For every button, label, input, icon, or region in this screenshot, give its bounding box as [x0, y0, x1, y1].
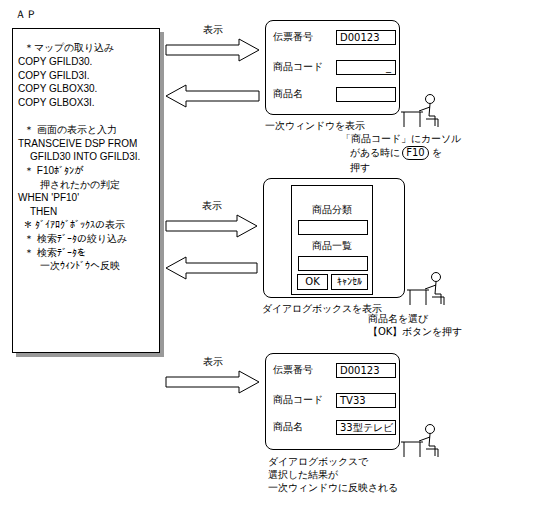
block-arrow — [166, 39, 259, 61]
code-line: 一次ｳｨﾝﾄﾞｳへ反映 — [40, 260, 120, 272]
node-text: 一次ウィンドウを表示 — [265, 120, 365, 132]
code-line: ＊ 検索ﾃﾞｰﾀの絞り込み — [24, 233, 127, 245]
code-line: COPY GLBOX30. — [18, 83, 97, 95]
input-field: 33型テレビ — [336, 420, 396, 435]
code-line: 押されたかの判定 — [40, 179, 120, 191]
function-key: F10 — [402, 146, 429, 160]
input-field — [298, 220, 368, 235]
block-arrow — [166, 85, 259, 107]
code-line: WHEN 'PF10' — [18, 192, 79, 204]
node-text: _ — [386, 61, 391, 73]
node-text: 33型テレビ — [340, 422, 393, 434]
edge-label: 表示 — [202, 200, 222, 212]
node-text: D00123 — [340, 365, 380, 377]
input-field: D00123 — [336, 363, 396, 378]
node-text: ｷｬﾝｾﾙ — [332, 276, 367, 288]
input-field: TV33 — [336, 393, 396, 408]
input-field — [298, 256, 368, 271]
edge-label: 表示 — [203, 24, 223, 36]
code-line: THEN — [30, 206, 57, 218]
annotation-text: を — [432, 147, 442, 159]
code-line: ＊ ﾀﾞｲｱﾛｸﾞﾎﾞｯｸｽの表示 — [24, 219, 125, 231]
code-line: TRANSCEIVE DSP FROM — [18, 138, 137, 150]
block-arrow — [166, 371, 259, 393]
annotation-text: ダイアログボックスで 選択した結果が 一次ウィンドウに反映される — [268, 455, 418, 494]
screen-window: ダイアログボックスを表示商品分類商品一覧OKｷｬﾝｾﾙ — [263, 178, 405, 298]
node-text: 商品一覧 — [292, 240, 372, 252]
dialog-box: 商品分類商品一覧 OK ｷｬﾝｾﾙ — [291, 185, 373, 295]
node-text: D00123 — [340, 32, 380, 44]
annotation-text: 「商品コード」にカーソル — [341, 133, 461, 145]
input-field — [336, 87, 396, 102]
operator-figure — [401, 425, 438, 458]
ok-button: OK — [297, 274, 328, 290]
code-line: GFILD30 INTO GFILD3I. — [30, 151, 140, 163]
block-arrow — [166, 257, 257, 279]
annotation-text: 商品名を選び 【OK】ボタンを押す — [368, 312, 464, 338]
block-arrow — [166, 215, 257, 237]
node-text: TV33 — [340, 395, 366, 407]
primary-window: 伝票番号商品コード商品名 D00123TV33 33型テレビ — [265, 353, 400, 450]
operator-figure — [407, 273, 444, 306]
node-text: 商品コード — [273, 61, 323, 73]
code-line: ＊ 画面の表示と入力 — [24, 124, 117, 136]
program-listing: ＡＰ＊マップの取り込みCOPY GFILD30.COPY GFILD3I.COP… — [12, 28, 160, 353]
code-line: COPY GFILD30. — [18, 56, 92, 68]
node-text: 商品コード — [273, 394, 323, 406]
node-text: 伝票番号 — [273, 364, 313, 376]
code-line: ＊マップの取り込み — [24, 42, 114, 54]
code-line: COPY GLBOX3I. — [18, 97, 95, 109]
node-text: 商品分類 — [292, 204, 372, 216]
code-line: COPY GFILD3I. — [18, 70, 90, 82]
code-line: ＊ F10ﾎﾞﾀﾝが — [24, 165, 84, 177]
node-text: OK — [298, 276, 327, 288]
input-field: _ — [336, 60, 396, 75]
annotation-text: がある時に — [350, 147, 400, 159]
input-field: D00123 — [336, 30, 396, 45]
code-line: ＊ 検索ﾃﾞｰﾀを — [24, 247, 86, 259]
annotation-text: 押す — [350, 162, 370, 174]
operator-figure — [401, 95, 438, 128]
node-text: F10 — [403, 147, 428, 159]
node-text: 商品名 — [273, 421, 303, 433]
primary-window: 伝票番号商品コード商品名一次ウィンドウを表示D00123_ — [265, 20, 400, 115]
cancel-button: ｷｬﾝｾﾙ — [331, 274, 368, 290]
node-text: ダイアログボックスを表示 — [262, 303, 382, 315]
program-heading: ＡＰ — [15, 9, 37, 21]
connector-layer — [166, 39, 259, 393]
node-text: 商品名 — [273, 88, 303, 100]
edge-label: 表示 — [203, 356, 223, 368]
node-text: 伝票番号 — [273, 31, 313, 43]
